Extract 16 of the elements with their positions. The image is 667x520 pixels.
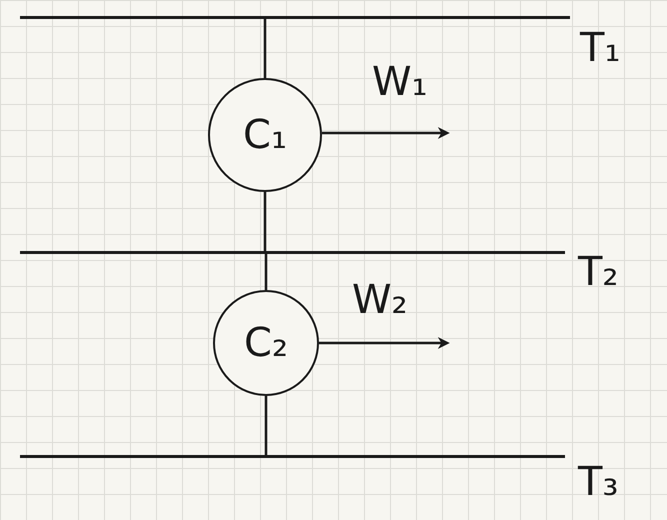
connector-line <box>264 396 268 456</box>
connector-line <box>264 192 266 252</box>
work-arrow <box>319 337 450 349</box>
connector-line <box>264 252 268 290</box>
edge-label: W₁ <box>372 62 428 102</box>
temperature-label: T₁ <box>580 28 620 68</box>
node-label: C₂ <box>244 323 288 363</box>
temperature-label: T₃ <box>578 462 618 502</box>
work-arrow <box>322 127 450 139</box>
node-label: C₁ <box>243 115 287 155</box>
edge-label: W₂ <box>352 280 408 320</box>
reservoir-line <box>20 455 565 458</box>
temperature-label: T₂ <box>578 252 618 292</box>
reservoir-line <box>20 251 565 254</box>
connector-line <box>264 18 266 78</box>
reservoir-line <box>20 16 570 19</box>
